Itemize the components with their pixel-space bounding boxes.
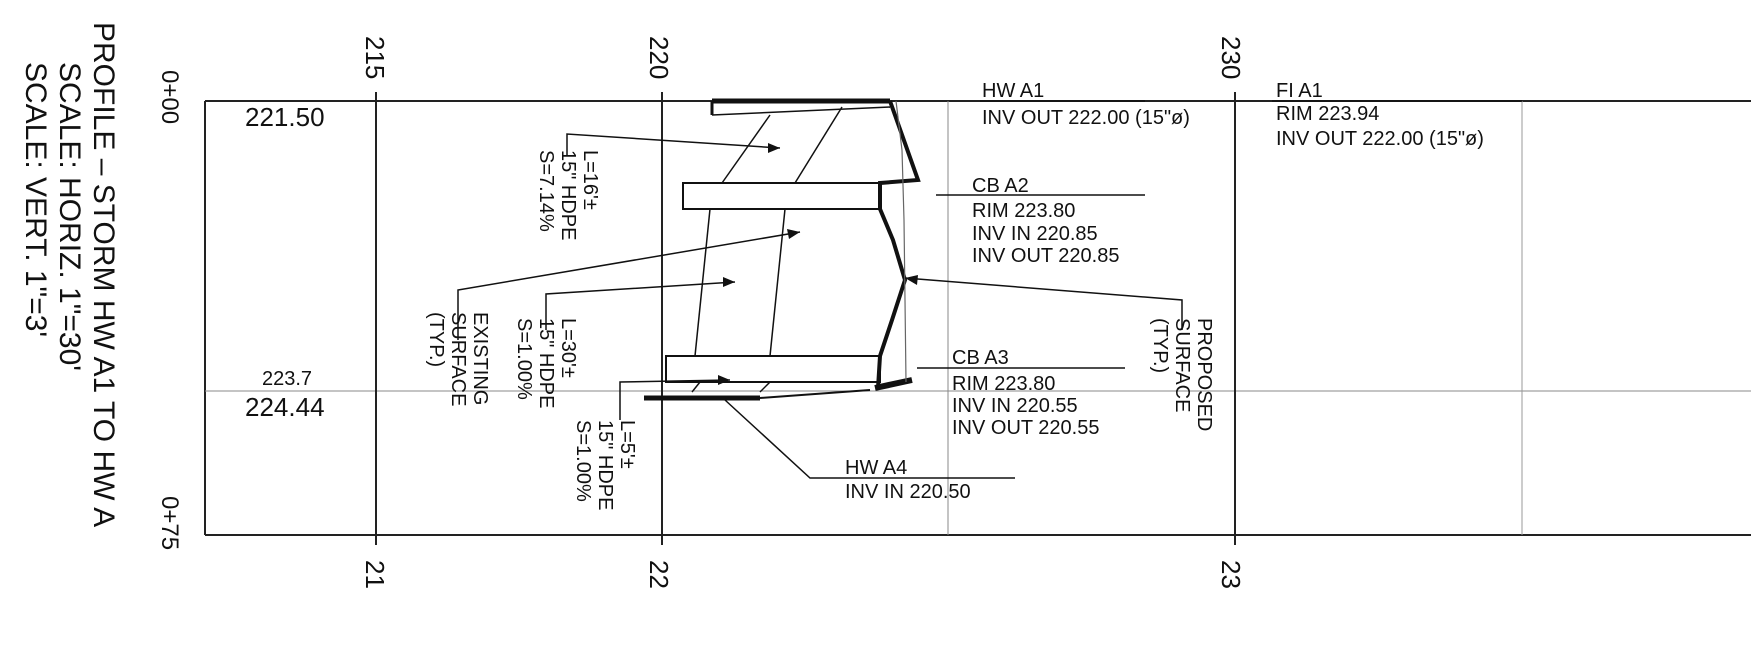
pipe3-slope: S=1.00% (572, 420, 594, 502)
callout-cb-a2: CB A2 RIM 223.80 INV IN 220.85 INV OUT 2… (972, 175, 1119, 267)
tick-220: 220 (644, 36, 674, 79)
proposed-line-1: PROPOSED (1193, 318, 1215, 431)
scale-horiz: SCALE: HORIZ. 1"=30' (53, 62, 86, 371)
pipe1-material: 15" HDPE (557, 150, 579, 240)
profile-linework (644, 98, 921, 401)
pipe-label-2: L=30'± 15" HDPE S=1.00% (513, 318, 579, 408)
station-end: 0+75 (156, 496, 183, 550)
tick-230: 230 (1216, 36, 1246, 79)
grade-elev-proposed-lower: 224.44 (245, 392, 325, 422)
pipe1-length: L=16'± (579, 150, 601, 210)
existing-line-1: EXISTING (469, 312, 491, 405)
cb-a2-rim: RIM 223.80 (972, 200, 1075, 222)
tick-bottom-215: 21 (360, 560, 390, 589)
cb-a3-rim: RIM 223.80 (952, 373, 1055, 395)
fi-a1-rim: RIM 223.94 (1276, 103, 1379, 125)
pipe3-length: L=5'± (616, 420, 638, 469)
hw-a1-name: HW A1 (982, 80, 1044, 102)
pipe2-material: 15" HDPE (535, 318, 557, 408)
existing-surface-label: EXISTING SURFACE (TYP.) (425, 312, 491, 406)
arrow-heads (718, 143, 918, 385)
tick-215: 215 (360, 36, 390, 79)
hw-a4-inv-in: INV IN 220.50 (845, 481, 971, 503)
grade-elev-upper: 221.50 (245, 102, 325, 132)
callout-hw-a4: HW A4 INV IN 220.50 (845, 457, 971, 503)
fi-a1-name: FI A1 (1276, 80, 1323, 102)
callout-cb-a3: CB A3 RIM 223.80 INV IN 220.55 INV OUT 2… (952, 347, 1099, 439)
tick-bottom-220: 22 (644, 560, 674, 589)
hw-a4-name: HW A4 (845, 457, 907, 479)
callout-fi-a1: FI A1 RIM 223.94 INV OUT 222.00 (15"ø) (1276, 80, 1484, 150)
tick-bottom-230: 23 (1216, 560, 1246, 589)
hw-a1-inv-out: INV OUT 222.00 (15"ø) (982, 107, 1190, 129)
cb-a3-name: CB A3 (952, 347, 1009, 369)
cb-a3-inv-out: INV OUT 220.55 (952, 417, 1099, 439)
proposed-line-3: (TYP.) (1149, 318, 1171, 373)
proposed-surface-label: PROPOSED SURFACE (TYP.) (1149, 318, 1215, 431)
leader-lines (457, 100, 1522, 479)
fi-a1-inv-out: INV OUT 222.00 (15"ø) (1276, 128, 1484, 150)
callout-hw-a1: HW A1 INV OUT 222.00 (15"ø) (982, 80, 1190, 129)
pipe3-material: 15" HDPE (594, 420, 616, 510)
pipe2-length: L=30'± (557, 318, 579, 378)
scale-vert: SCALE: VERT. 1"=3' (19, 62, 52, 337)
cb-a3-inv-in: INV IN 220.55 (952, 395, 1078, 417)
existing-line-3: (TYP.) (425, 312, 447, 367)
pipe1-slope: S=7.14% (535, 150, 557, 232)
title-line-1: PROFILE – STORM HW A1 TO HW A (87, 22, 120, 527)
drawing-title: PROFILE – STORM HW A1 TO HW A SCALE: HOR… (19, 22, 120, 527)
grade-elev-existing-lower: 223.7 (262, 368, 312, 390)
existing-line-2: SURFACE (447, 312, 469, 406)
station-start: 0+00 (156, 70, 183, 124)
pipe-label-3: L=5'± 15" HDPE S=1.00% (572, 420, 638, 510)
pipe-label-1: L=16'± 15" HDPE S=7.14% (535, 150, 601, 240)
cb-a2-inv-out: INV OUT 220.85 (972, 245, 1119, 267)
cb-a2-inv-in: INV IN 220.85 (972, 223, 1098, 245)
proposed-line-2: SURFACE (1171, 318, 1193, 412)
cb-a2-name: CB A2 (972, 175, 1029, 197)
pipe2-slope: S=1.00% (513, 318, 535, 400)
